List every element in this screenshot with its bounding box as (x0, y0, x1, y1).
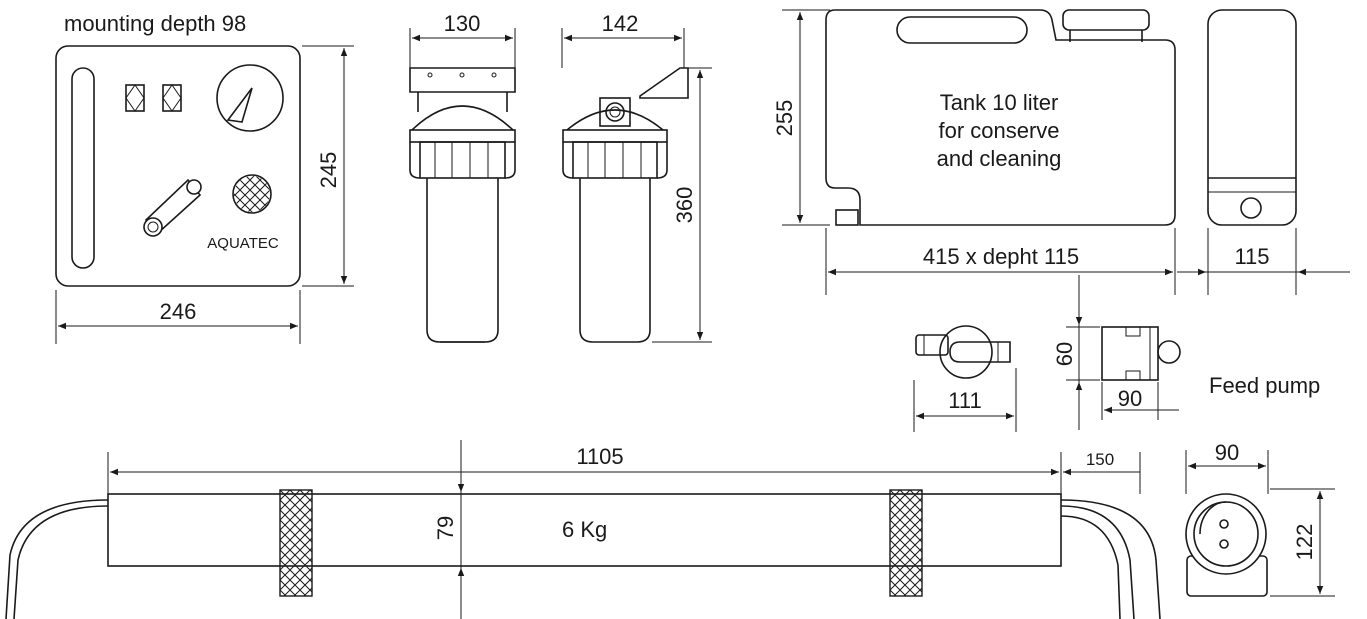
valve-handle (143, 178, 202, 237)
membrane-diameter-label: 79 (433, 516, 458, 540)
tank-cap (1062, 9, 1150, 31)
tank-height-label: 255 (772, 100, 797, 137)
membrane-tube (107, 493, 1062, 567)
tank-width-label: 415 x depht 115 (923, 244, 1079, 269)
pump-front-width-label: 111 (948, 388, 981, 413)
membrane-side-view: 90 122 (1185, 440, 1335, 597)
filter-side-width-label: 142 (602, 11, 639, 36)
tank-text-line2: for conserve (938, 118, 1059, 143)
panel-level-slot (71, 67, 95, 269)
brand-label: AQUATEC (207, 235, 279, 252)
membrane-side-height-label: 122 (1292, 524, 1317, 561)
membrane-side-width-label: 90 (1215, 440, 1239, 465)
membrane-length-label: 1105 (576, 444, 623, 469)
tank-side: 115 (1177, 9, 1350, 295)
panel-knob (232, 174, 272, 214)
feed-pump-side: 60 90 Feed pump (1052, 275, 1320, 430)
membrane-housing: 1105 150 79 6 Kg (5, 440, 1161, 619)
membrane-end-label: 150 (1086, 450, 1114, 469)
filter-housing-front: 130 (409, 11, 516, 343)
panel-width-label: 246 (160, 299, 197, 324)
panel-body (55, 45, 301, 287)
membrane-clamp-left (279, 489, 313, 597)
tank-text-line1: Tank 10 liter (940, 90, 1059, 115)
tank-front: 255 Tank 10 liter for conserve and clean… (772, 9, 1176, 295)
filter-housing-side: 142 360 (561, 11, 712, 343)
membrane-clamp-right (889, 489, 923, 597)
pump-side-width-label: 90 (1118, 386, 1142, 411)
tank-side-width-label: 115 (1234, 244, 1269, 269)
indicator-lights (125, 84, 182, 112)
feed-pump-front: 111 (913, 325, 1017, 432)
panel-height-label: 245 (316, 152, 341, 189)
pressure-gauge (216, 64, 284, 132)
mounting-depth-label: mounting depth 98 (64, 11, 246, 36)
filter-front-width-label: 130 (444, 11, 481, 36)
control-panel: mounting depth 98 AQUATEC 245 (55, 11, 354, 344)
pump-height-label: 60 (1052, 342, 1077, 366)
tank-handle (896, 16, 1028, 44)
feed-pump-label: Feed pump (1209, 373, 1320, 398)
tank-text-line3: and cleaning (937, 146, 1062, 171)
weight-label: 6 Kg (562, 517, 607, 542)
filter-height-label: 360 (672, 187, 697, 224)
